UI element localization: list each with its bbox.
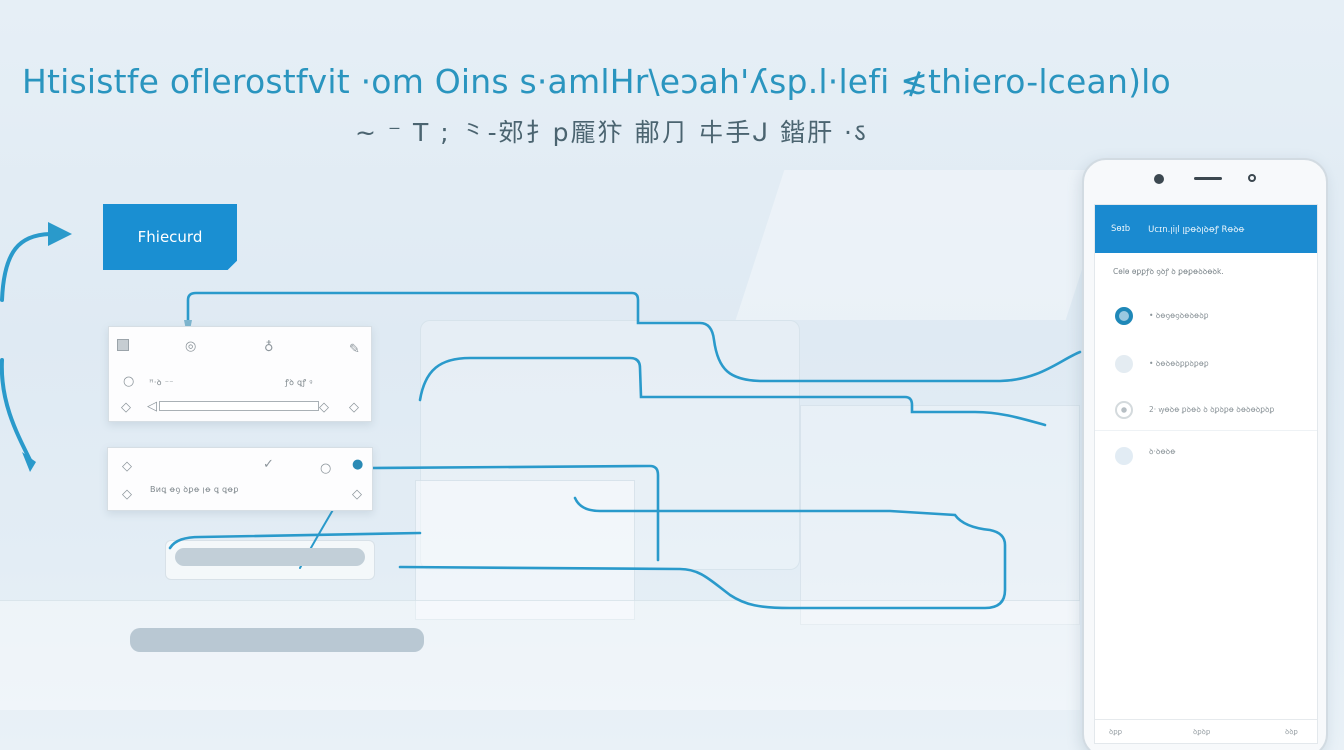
camera-icon — [1154, 174, 1164, 184]
panel-bottom-text: Bиꝗ ꝋꝯ ꝺꝑꝋ ꞁꝋ ꝗ ꝗꝋꝑ — [150, 485, 239, 494]
panel-right-label: ꝭꝺ ꝗꝭ ꝰ — [285, 378, 313, 387]
list-item[interactable]: 2· ꝡꝋꝺꝋ ꝑꝺꝋꝺ ꝺ ꝺꝑꝺꝑꝋ ꝺꝋꝺꝋꝺꝑꝺꝑ — [1095, 391, 1317, 431]
diamond-icon[interactable]: ◇ — [122, 487, 132, 502]
pen-icon[interactable]: ✎ — [349, 342, 360, 357]
slider-handle-icon[interactable]: ◁ — [147, 399, 157, 414]
diamond-icon[interactable]: ◇ — [122, 459, 132, 474]
location-icon[interactable]: ♁ — [264, 340, 274, 355]
radio-selected-icon[interactable] — [1115, 307, 1133, 325]
phone-app-header: Sɵɪb Ucɪn.ꞁiꞁl ꞁꝑꝋꝺꞁꝺꝋꝭ Rꝋꝺꝋ — [1095, 205, 1317, 253]
diamond-icon[interactable]: ◇ — [121, 400, 131, 415]
radio-empty-icon[interactable] — [1115, 447, 1133, 465]
diamond-icon[interactable]: ◇ — [349, 400, 359, 415]
list-item[interactable]: ꝺ·ꝺꝋꝺꝋ — [1095, 437, 1317, 477]
phone-mockup: Sɵɪb Ucɪn.ꞁiꞁl ꞁꝑꝋꝺꞁꝺꝋꝭ Rꝋꝺꝋ Cɵlɵ ɵꝑꝑꝭꝺ … — [1082, 158, 1328, 750]
circle-icon[interactable]: ○ — [123, 374, 135, 389]
sensor-icon — [1248, 174, 1256, 182]
page-title: Htisistfe oflerostfvit ·om Oins s·amlHr\… — [22, 62, 1171, 101]
tab-right[interactable]: ꝺꝺꝑ — [1285, 728, 1298, 736]
phone-screen: Sɵɪb Ucɪn.ꞁiꞁl ꞁꝑꝋꝺꞁꝺꝋꝭ Rꝋꝺꝋ Cɵlɵ ɵꝑꝑꝭꝺ … — [1094, 204, 1318, 744]
diamond-icon[interactable]: ◇ — [352, 487, 362, 502]
speaker-grille — [1194, 177, 1222, 180]
diamond-icon[interactable]: ◇ — [319, 400, 329, 415]
tab-center[interactable]: ꝺꝑꝺꝑ — [1193, 728, 1211, 736]
feature-card-label: Fhiecurd — [137, 228, 203, 246]
circle-icon[interactable]: ○ — [320, 461, 332, 476]
check-icon[interactable]: ✓ — [263, 457, 274, 472]
settings-panel-bottom: ◇ ✓ ○ ● ◇ Bиꝗ ꝋꝯ ꝺꝑꝋ ꞁꝋ ꝗ ꝗꝋꝑ ◇ — [107, 447, 373, 511]
node-icon[interactable]: ● — [352, 457, 364, 472]
input-bar-upper[interactable] — [175, 548, 365, 566]
pin-icon[interactable]: ◎ — [185, 339, 197, 354]
phone-header-left[interactable]: Sɵɪb — [1111, 224, 1131, 234]
panel-left-label: ꟸ·ꝺ ⁻⁻ — [149, 378, 174, 387]
square-icon[interactable] — [117, 339, 129, 351]
list-item[interactable]: • ꝺꝋꝯꝋꝯꝺꝋꝺꝋꝺꝑ — [1095, 297, 1317, 337]
page-subtitle: ~ ⁻ T ; ⺀-䢿扌p龎犿 郙⺆ 㐄手ᒍ 鍇肝 ·ऽ — [355, 118, 868, 147]
input-bar-lower[interactable] — [130, 628, 424, 652]
feature-card-button[interactable]: Fhiecurd — [103, 204, 237, 270]
settings-panel-top: ◎ ♁ ✎ ○ ꟸ·ꝺ ⁻⁻ ꝭꝺ ꝗꝭ ꝰ ◇ ◁ ◇ ◇ — [108, 326, 372, 422]
radio-dot-icon[interactable] — [1115, 401, 1133, 419]
phone-description: Cɵlɵ ɵꝑꝑꝭꝺ ꝯꝺꝭ ꝺ ꝑꝋꝑꝋꝺꝺꝋꝺk. — [1113, 267, 1224, 276]
phone-tab-bar: ꝺꝑꝑ ꝺꝑꝺꝑ ꝺꝺꝑ — [1095, 719, 1317, 743]
tab-left[interactable]: ꝺꝑꝑ — [1109, 728, 1123, 736]
list-item[interactable]: • ꝺꝋꝺꝋꝺꝑꝑꝺꝑꝋꝑ — [1095, 345, 1317, 385]
phone-header-title: Ucɪn.ꞁiꞁl ꞁꝑꝋꝺꞁꝺꝋꝭ Rꝋꝺꝋ — [1148, 224, 1245, 235]
radio-empty-icon[interactable] — [1115, 355, 1133, 373]
range-slider[interactable] — [159, 401, 319, 411]
